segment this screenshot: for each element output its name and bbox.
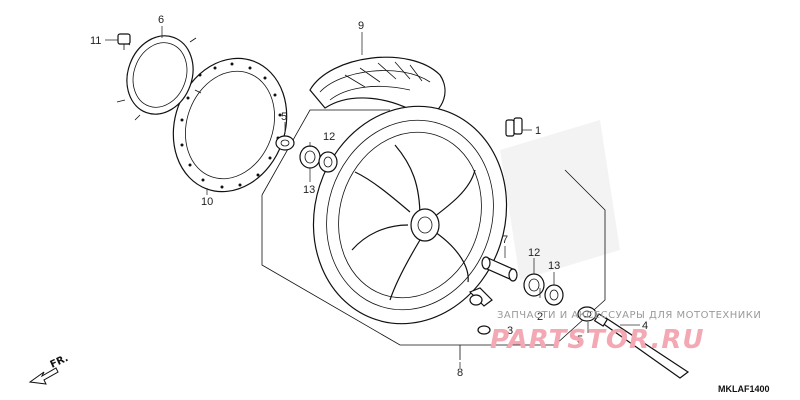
callout-9: 9 xyxy=(358,20,364,32)
watermark-text: ЗАПЧАСТИ И АКСЕССУАРЫ ДЛЯ МОТОТЕХНИКИ xyxy=(497,310,761,321)
axle xyxy=(593,313,690,379)
watermark-logo: PARTSTOR.RU xyxy=(490,325,704,355)
front-direction-indicator: FR. xyxy=(28,353,70,385)
seal-left xyxy=(318,151,338,173)
o-ring xyxy=(477,325,491,335)
collar-right xyxy=(577,306,597,322)
callout-6: 6 xyxy=(158,14,164,26)
callout-4: 4 xyxy=(642,320,648,332)
callout-10: 10 xyxy=(201,196,213,208)
watermark: ЗАПЧАСТИ И АКСЕССУАРЫ ДЛЯ МОТОТЕХНИКИ PA… xyxy=(490,310,761,355)
seal-right xyxy=(544,284,564,306)
wheel-hub xyxy=(410,208,440,242)
callout-3: 3 xyxy=(507,325,513,337)
direction-arrow-icon xyxy=(28,367,59,385)
callout-8: 8 xyxy=(457,367,463,379)
callout-5-right: 5 xyxy=(577,334,583,346)
wheel xyxy=(312,105,508,325)
clip xyxy=(505,117,523,137)
callout-12-left: 12 xyxy=(323,131,335,143)
direction-label: FR. xyxy=(49,353,70,371)
callout-13-left: 13 xyxy=(303,184,315,196)
distance-collar xyxy=(481,256,518,282)
tire xyxy=(309,56,446,119)
callout-13-right: 13 xyxy=(548,260,560,272)
callout-7: 7 xyxy=(502,234,508,246)
callout-11: 11 xyxy=(90,35,101,47)
bolt xyxy=(117,33,131,50)
leader-lines xyxy=(105,26,640,368)
assembly-frame xyxy=(261,109,606,360)
diagram-code: MKLAF1400 xyxy=(718,384,770,394)
background-hatch xyxy=(500,120,620,280)
callout-5-left: 5 xyxy=(281,111,287,123)
bearing-left xyxy=(299,145,321,169)
callout-1: 1 xyxy=(535,125,541,137)
bearing-right xyxy=(523,273,545,297)
callout-12-right: 12 xyxy=(528,247,540,259)
callout-2: 2 xyxy=(537,311,543,323)
valve xyxy=(468,287,493,307)
callouts: 11 6 9 1 5 12 13 10 7 12 13 2 3 5 4 8 xyxy=(90,14,648,379)
collar-left xyxy=(275,135,295,151)
